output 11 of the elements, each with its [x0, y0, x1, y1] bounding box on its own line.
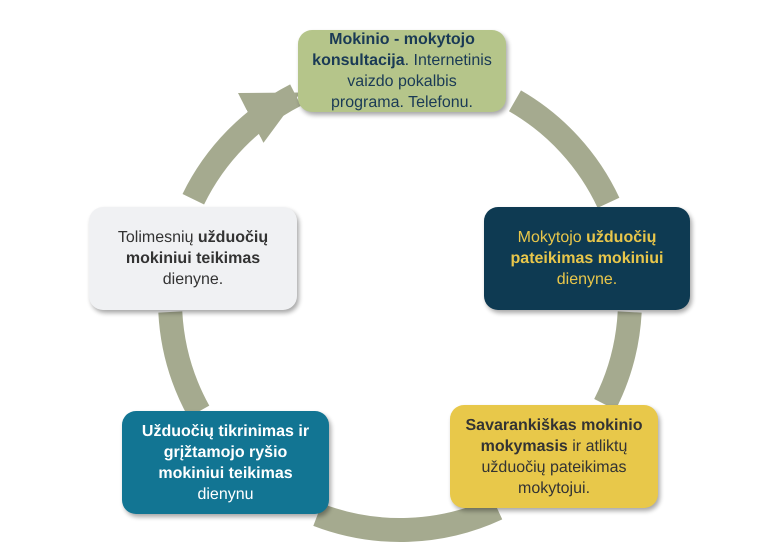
curved-arrow: [182, 84, 302, 206]
process-box: [89, 207, 297, 310]
process-box: [450, 405, 658, 508]
step-text: Tolimesnių užduočių mokiniui teikimas dienyne.: [116, 228, 270, 290]
process-box: [484, 207, 690, 310]
step-text: Savarankiškas mokinio mokymasis ir atliktų užduočių pateikimas mokytojui.: [464, 416, 644, 498]
step-text: Užduočių tikrinimas ir grįžtamojo ryšio mokiniui teikimas dienynu: [140, 422, 310, 504]
step-text: Mokytojo užduočių pateikimas mokiniui dienyne.: [510, 228, 664, 290]
curved-connector: [508, 90, 620, 209]
step-text: Mokinio - mokytojo konsultacija. Internetinis vaizdo pokalbis programa. Telefonu.: [311, 30, 493, 113]
process-box: [122, 411, 329, 514]
